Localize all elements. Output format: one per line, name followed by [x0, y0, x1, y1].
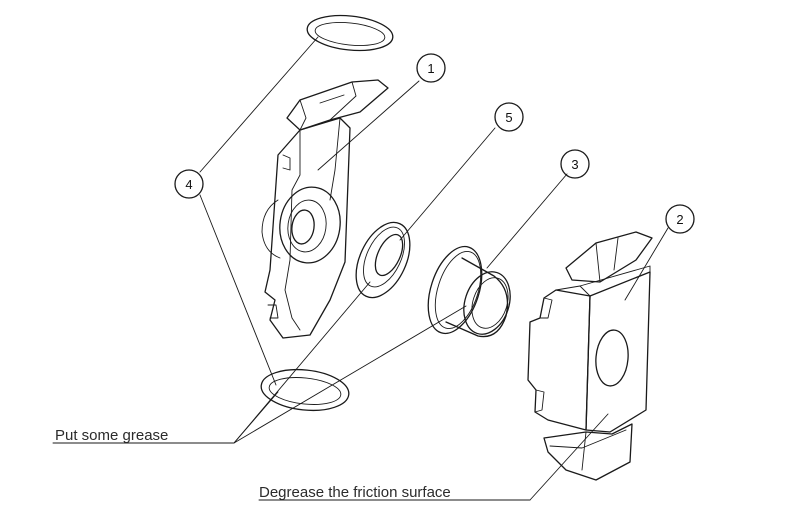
leader-lines: [52, 36, 669, 501]
balloon-2: 2: [665, 204, 695, 234]
balloon-4: 4: [174, 169, 204, 199]
balloon-4-number: 4: [185, 177, 192, 192]
part-2-block: [527, 231, 653, 481]
balloon-1: 1: [416, 53, 446, 83]
balloon-2-number: 2: [676, 212, 683, 227]
balloon-3-number: 3: [571, 157, 578, 172]
degrease-annotation: Degrease the friction surface: [259, 484, 451, 501]
grease-annotation: Put some grease: [55, 427, 168, 444]
o-ring-bottom: [260, 368, 350, 412]
part-5-washer: [355, 221, 411, 299]
part-1-bracket: [261, 79, 389, 339]
balloon-1-number: 1: [427, 61, 434, 76]
balloon-3: 3: [560, 149, 590, 179]
part-3-bushing: [427, 245, 511, 338]
balloon-5: 5: [494, 102, 524, 132]
balloon-5-number: 5: [505, 110, 512, 125]
o-ring-top: [306, 14, 394, 52]
